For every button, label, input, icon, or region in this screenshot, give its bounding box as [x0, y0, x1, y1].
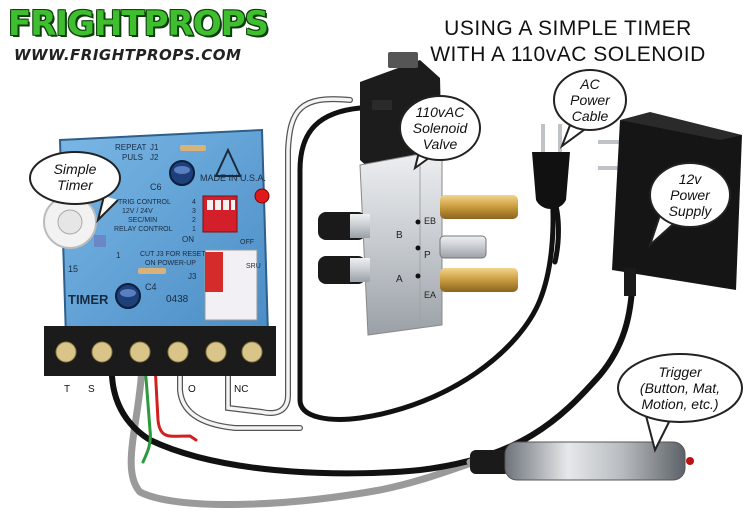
callout-supply-line-2: Power	[670, 187, 710, 203]
callout-solenoid-line-1: 110vAC	[415, 104, 465, 120]
bubble-solenoid	[399, 95, 481, 171]
callout-bubbles	[29, 69, 743, 453]
terminal-strip	[44, 326, 276, 376]
callout-solenoid: 110vAC Solenoid Valve	[404, 104, 476, 152]
board-pulls: PULS	[122, 153, 143, 162]
bubble-supply	[647, 162, 731, 249]
title-line-1: USING A SIMPLE TIMER	[444, 17, 692, 40]
board-timer-label: TIMER	[68, 292, 109, 307]
board-on: ON	[182, 235, 194, 244]
board-c6: C6	[150, 182, 162, 192]
port-ea: EA	[424, 290, 436, 300]
logo: FRIGHTPROPS WWW.FRIGHTPROPS.COM	[8, 4, 269, 84]
board-voltage: 12V / 24V	[122, 208, 153, 215]
callout-supply-line-1: 12v	[678, 171, 702, 187]
callout-ac-line-2: Power	[570, 92, 610, 108]
ac-plug	[532, 124, 570, 209]
valve-body	[359, 149, 443, 336]
board-j3: J3	[188, 272, 197, 281]
bubble-trigger	[617, 353, 743, 453]
bubble-timer	[29, 151, 121, 224]
page-title: USING A SIMPLE TIMER WITH A 110vAC SOLEN…	[392, 16, 744, 68]
port-p: P	[424, 250, 431, 261]
board-made-in: MADE IN U.S.A.	[200, 173, 266, 183]
port-a: A	[396, 274, 403, 285]
callout-timer-line-2: Timer	[57, 177, 93, 193]
callout-supply-line-3: Supply	[668, 203, 712, 219]
board-repeat: REPEAT	[115, 143, 147, 152]
trigger-plug	[470, 441, 694, 481]
board-relay-text: SRU	[246, 263, 261, 270]
callout-ac-line-3: Cable	[571, 108, 609, 124]
board-j2: J2	[150, 153, 159, 162]
terminal-label-nc: NC	[234, 384, 248, 395]
callout-ac-line-1: AC	[580, 76, 600, 92]
red-wire	[153, 363, 198, 442]
terminal-screws	[55, 341, 263, 363]
trigger-gray-wire	[127, 361, 484, 508]
port-b: B	[396, 230, 403, 241]
callout-trigger-line-2: (Button, Mat,	[639, 380, 721, 396]
dip-number-3: 3	[192, 208, 196, 215]
dip-number-4: 4	[192, 199, 196, 206]
callout-timer: Simple Timer	[40, 161, 110, 193]
board-on-power-up: ON POWER-UP	[145, 260, 196, 267]
logo-brand: FRIGHTPROPS	[8, 4, 269, 44]
terminal-label-o: O	[188, 384, 196, 395]
board-j1: J1	[150, 143, 159, 152]
green-wire	[141, 363, 152, 464]
board-off: OFF	[240, 239, 254, 246]
board-cut-j3: CUT J3 FOR RESET	[140, 251, 206, 258]
callout-ac-cable: AC Power Cable	[558, 76, 622, 124]
callout-timer-line-1: Simple	[53, 161, 97, 177]
bubble-ac	[553, 69, 627, 149]
board-led	[254, 188, 270, 204]
board-r15: 15	[68, 264, 78, 274]
wires	[108, 96, 635, 508]
board-num-1: 1	[116, 251, 121, 260]
terminal-label-s: S	[88, 384, 95, 395]
callout-power-supply: 12v Power Supply	[654, 171, 726, 219]
callout-solenoid-line-2: Solenoid	[412, 120, 468, 136]
callout-trigger-line-1: Trigger	[658, 364, 702, 380]
terminal-label-t: T	[64, 384, 70, 395]
muffler-ea	[440, 268, 518, 292]
board-code: 0438	[166, 294, 189, 305]
callout-trigger: Trigger (Button, Mat, Motion, etc.)	[620, 364, 740, 412]
dip-number-2: 2	[192, 217, 196, 224]
callout-solenoid-line-3: Valve	[422, 136, 458, 152]
title-line-2: WITH A 110vAC SOLENOID	[430, 43, 706, 66]
logo-url: WWW.FRIGHTPROPS.COM	[14, 46, 242, 64]
solenoid-black-wire	[297, 105, 556, 422]
dip-number-1: 1	[192, 226, 196, 233]
port-eb: EB	[424, 216, 436, 226]
board-trig-control: TRIG CONTROL	[118, 199, 171, 206]
callout-trigger-line-3: Motion, etc.)	[641, 396, 719, 412]
supply-black-wire	[108, 287, 635, 477]
board-relay-control: RELAY CONTROL	[114, 226, 173, 233]
muffler-eb	[440, 195, 518, 219]
board-sec-min: SEC/MIN	[128, 217, 157, 224]
board-c4: C4	[145, 282, 157, 292]
solenoid-valve: B A P EB EA	[318, 52, 518, 336]
